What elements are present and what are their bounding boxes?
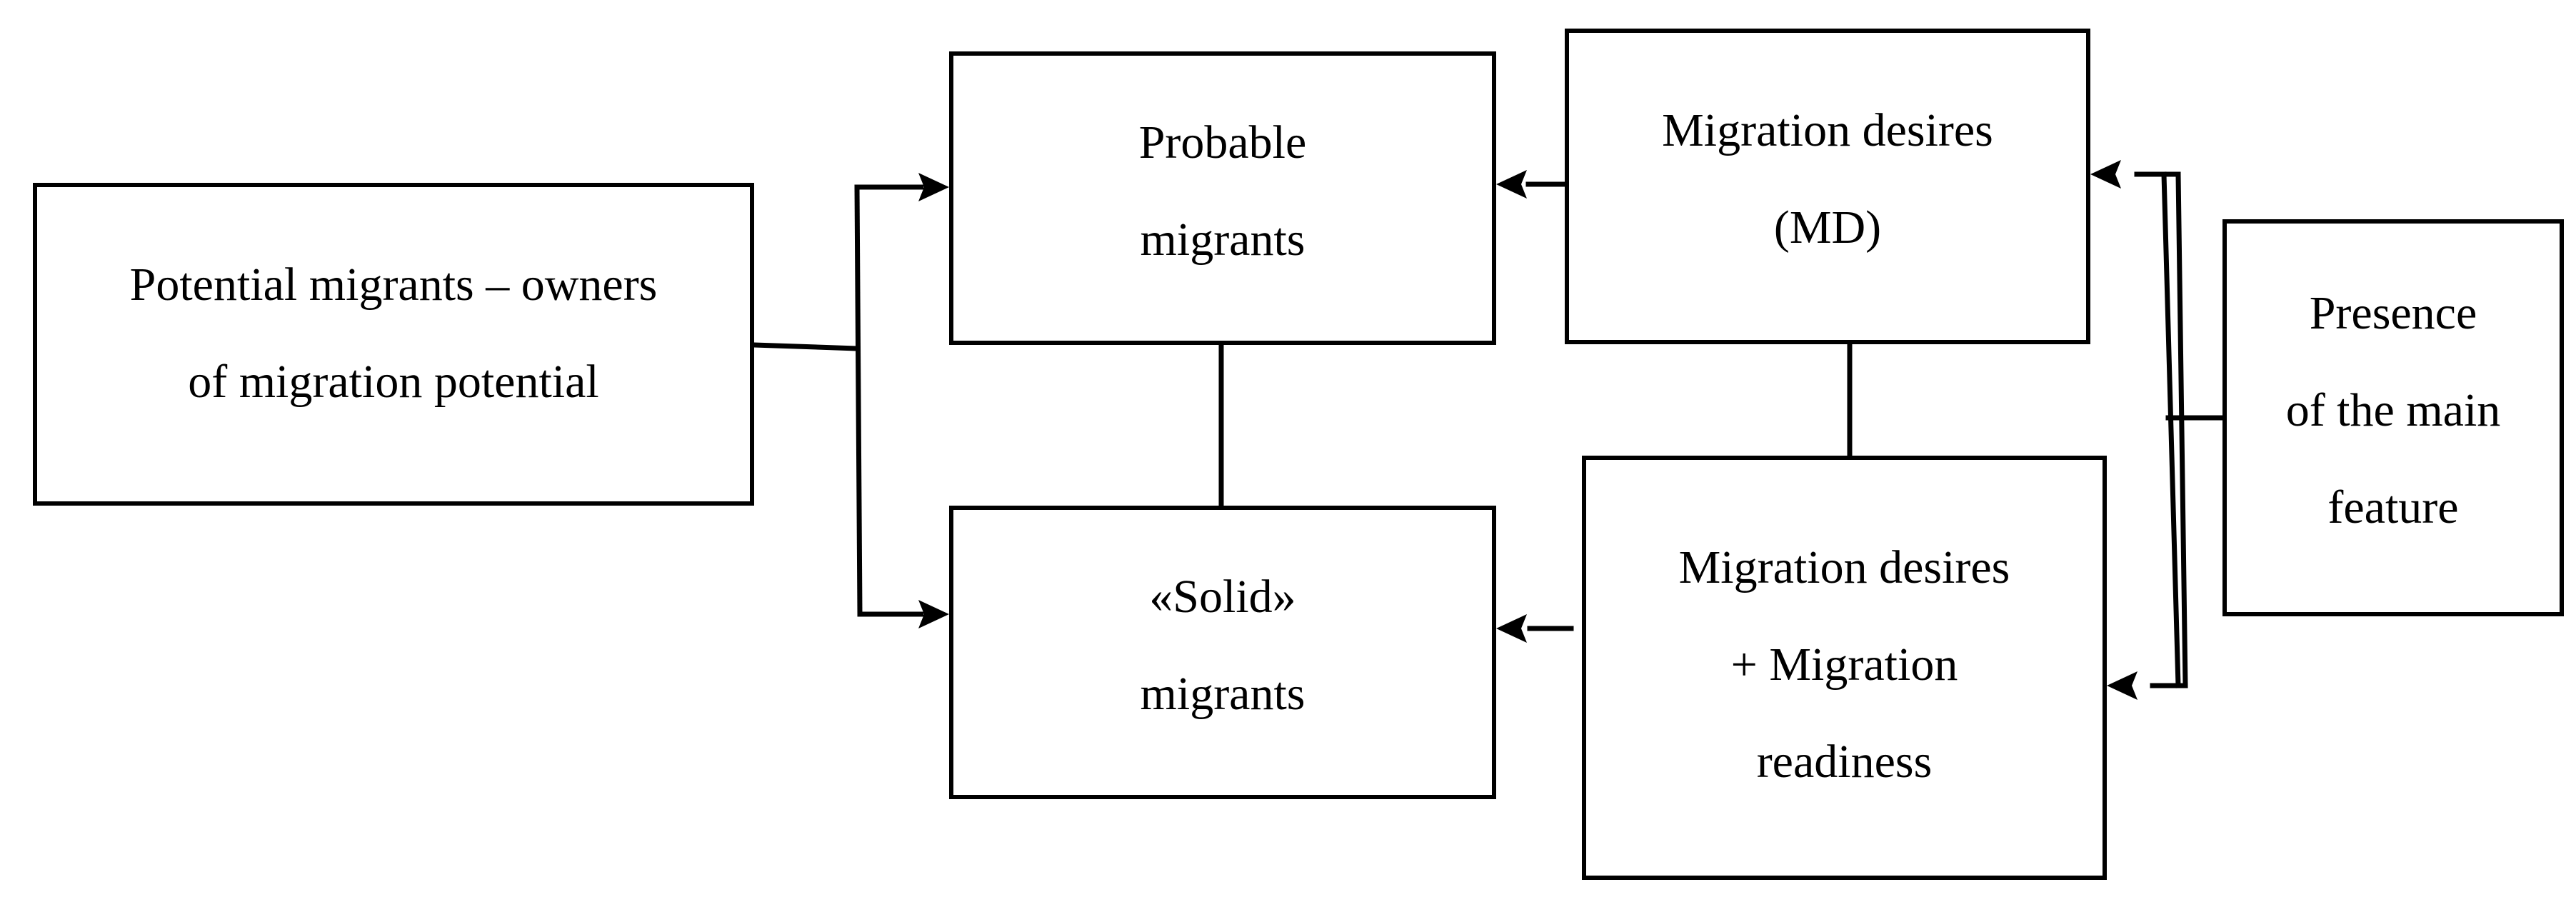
presence-main-feature-line1: Presence (2309, 287, 2477, 339)
right-loop-left-vertical (2161, 171, 2181, 688)
migration-desires-readiness-line2: + Migration (1730, 638, 1958, 691)
arrow-into-solid (918, 600, 949, 628)
left-branch-vertical (854, 184, 863, 617)
potential-migrants-box: Potential migrants – owners of migration… (33, 183, 754, 506)
arrow-into-md (2090, 160, 2121, 189)
presence-main-feature-line3: feature (2327, 481, 2459, 533)
presence-main-feature-box: Presence of the main feature (2222, 219, 2564, 616)
potential-to-branch-line (751, 342, 860, 351)
arrow-mdmr-to-solid (1496, 614, 1527, 643)
probable-migrants-box: Probable migrants (949, 51, 1496, 345)
presence-main-feature-line2: of the main (2285, 384, 2501, 436)
migration-desires-readiness-line3: readiness (1756, 736, 1933, 788)
probable-migrants-line2: migrants (1140, 213, 1305, 266)
solid-migrants-box: «Solid» migrants (949, 506, 1496, 799)
migration-desires-box: Migration desires (MD) (1565, 29, 2090, 344)
arrow-md-to-probable (1496, 170, 1527, 199)
potential-migrants-line2: of migration potential (188, 356, 599, 408)
migration-desires-readiness-box: Migration desires + Migration readiness (1582, 456, 2107, 880)
migration-desires-line2: (MD) (1773, 201, 1882, 254)
solid-migrants-line1: «Solid» (1149, 570, 1296, 623)
migration-desires-readiness-line1: Migration desires (1678, 541, 2010, 593)
arrow-into-mdmr (2107, 671, 2138, 700)
potential-migrants-line1: Potential migrants – owners (129, 259, 658, 311)
right-loop-right-vertical (2175, 171, 2188, 688)
migration-desires-line1: Migration desires (1662, 104, 1993, 156)
probable-migrants-line1: Probable (1138, 116, 1307, 169)
solid-migrants-line2: migrants (1140, 667, 1305, 720)
arrow-into-probable (918, 173, 949, 201)
